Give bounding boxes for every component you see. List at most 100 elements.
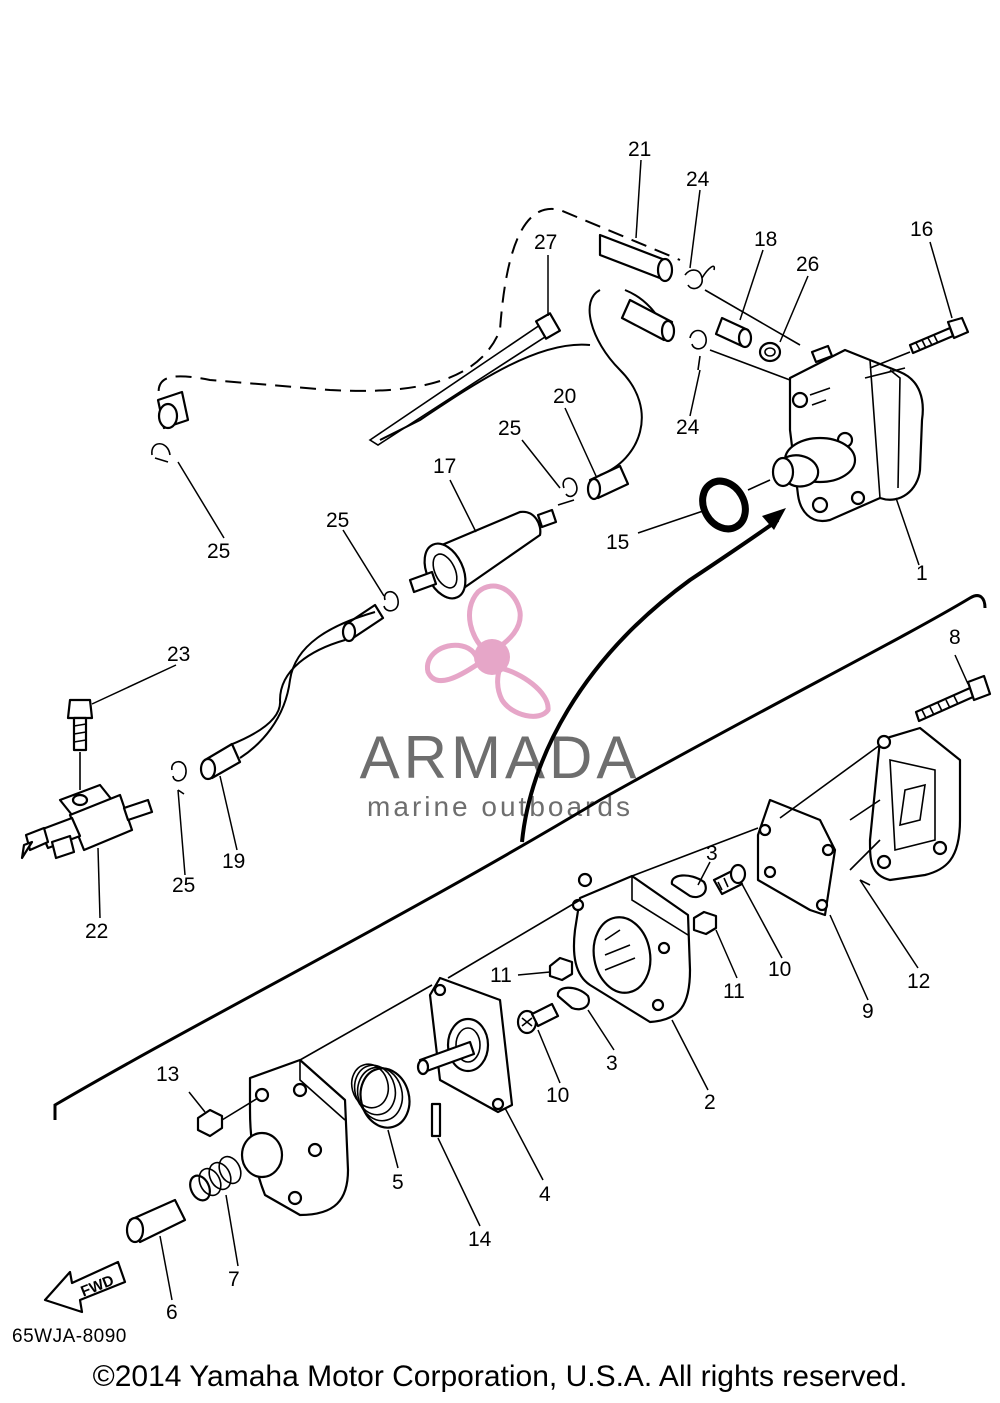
hose-21-outline-b	[379, 343, 591, 441]
callout-9: 9	[862, 1000, 874, 1023]
drawing-code: 65WJA-8090	[12, 1326, 127, 1347]
bolt-16-axis	[869, 351, 911, 369]
clip-25-filter-left	[383, 590, 399, 612]
part-7-spring	[189, 1155, 242, 1202]
clip-25-top-left	[151, 442, 171, 463]
brand-name: ARMADA	[360, 724, 641, 791]
clip-25-bottom	[171, 760, 187, 795]
hose-filter-left	[341, 603, 385, 643]
hose-21	[598, 233, 674, 283]
callout-2: 2	[704, 1091, 716, 1114]
callout-10-upper: 10	[768, 958, 791, 981]
fwd-arrow-icon: FWD	[43, 1260, 127, 1314]
callout-10-lower: 10	[546, 1084, 569, 1107]
brand-tagline: marine outboards	[367, 791, 633, 822]
callout-6: 6	[166, 1301, 178, 1324]
part-6-plunger	[125, 1198, 187, 1244]
part-4-diaphragm	[416, 976, 514, 1114]
callout-17: 17	[433, 455, 456, 478]
hose-21-outline	[157, 207, 681, 416]
part-11-nut-upper	[692, 910, 718, 936]
o-ring-axis	[747, 479, 771, 491]
callout-14: 14	[468, 1228, 492, 1251]
hose-19-line	[229, 639, 346, 746]
section-arrow	[520, 518, 780, 843]
clip-24-top	[684, 265, 716, 290]
callout-21: 21	[628, 138, 651, 161]
callout-25-bottom: 25	[172, 874, 195, 897]
callout-3-upper: 3	[706, 842, 718, 865]
callout-4: 4	[539, 1183, 551, 1206]
clip-24-bottom	[689, 329, 707, 371]
callout-15: 15	[606, 531, 629, 554]
part-18-sleeve	[714, 316, 753, 349]
part-12-cover	[849, 726, 962, 886]
part-16-bolt	[908, 316, 970, 355]
callout-24-bottom: 24	[676, 416, 700, 439]
callout-26: 26	[796, 253, 819, 276]
callout-3-lower: 3	[606, 1052, 618, 1075]
copyright-notice: ©2014 Yamaha Motor Corporation, U.S.A. A…	[92, 1360, 908, 1393]
callout-22: 22	[85, 920, 108, 943]
callout-7: 7	[228, 1268, 240, 1291]
part-22-valve	[20, 783, 154, 860]
callout-12: 12	[907, 970, 930, 993]
hose-20-end	[586, 464, 630, 501]
propeller-hub	[474, 639, 510, 675]
hose-20-line	[588, 289, 643, 476]
callout-8: 8	[949, 626, 961, 649]
fwd-label: FWD	[78, 1272, 116, 1301]
callout-13: 13	[156, 1063, 179, 1086]
callout-18: 18	[754, 228, 777, 251]
leader-lines	[91, 159, 969, 1301]
pump-inlet-stub	[810, 344, 834, 364]
callout-25-filter: 25	[326, 509, 349, 532]
callout-labels: 21 24 18 26 16 27 24 20 25 17 25 25 15 1…	[85, 138, 961, 1324]
part-10-screw-lower	[516, 1002, 560, 1035]
callout-27: 27	[534, 231, 557, 254]
cable-tie-27	[368, 312, 562, 446]
part-5-spring	[350, 1063, 411, 1129]
part-14-pin	[430, 1102, 442, 1138]
propeller-icon	[425, 583, 551, 719]
section-divider	[53, 594, 987, 1120]
callout-24-top: 24	[686, 168, 710, 191]
part-1-pump-body	[771, 348, 924, 523]
callout-16: 16	[910, 218, 933, 241]
clip-25-mid	[557, 477, 578, 506]
callout-25-mid: 25	[498, 417, 521, 440]
armada-logo: ARMADA marine outboards	[360, 583, 641, 822]
part-15-o-ring	[699, 477, 749, 533]
part-10-screw-upper	[712, 863, 747, 896]
callout-1: 1	[916, 562, 928, 585]
part-9-gasket	[756, 798, 837, 917]
nut-13-axis	[221, 1097, 259, 1121]
part-13-nut	[196, 1108, 224, 1138]
hose-20-top-end	[620, 298, 676, 343]
hose-19-line-b	[239, 611, 376, 759]
callout-19: 19	[222, 850, 245, 873]
pump-cover-lower	[240, 1058, 350, 1217]
section-arrowhead	[762, 508, 786, 530]
part-3-valve-lower	[556, 986, 590, 1011]
callout-5: 5	[392, 1171, 404, 1194]
connector-line-mid	[709, 349, 791, 381]
callout-23: 23	[167, 643, 190, 666]
hose-top-left-end	[156, 390, 190, 430]
part-2-pump-housing	[571, 872, 692, 1024]
callout-20: 20	[553, 385, 576, 408]
part-26-clamp	[758, 341, 782, 363]
callout-11-lower: 11	[490, 964, 512, 987]
alignment-line-c	[631, 827, 759, 877]
part-23-bolt	[66, 698, 94, 752]
part-17-fuel-filter	[408, 508, 558, 600]
hose-19-end	[199, 742, 242, 781]
callout-11-upper: 11	[723, 980, 745, 1003]
alignment-line-b	[447, 899, 581, 979]
part-11-nut-lower	[548, 956, 574, 982]
alignment-line-d	[779, 744, 881, 819]
part-8-bolt	[914, 674, 992, 723]
alignment-line-a	[299, 984, 433, 1061]
callout-25-top-left: 25	[207, 540, 230, 563]
